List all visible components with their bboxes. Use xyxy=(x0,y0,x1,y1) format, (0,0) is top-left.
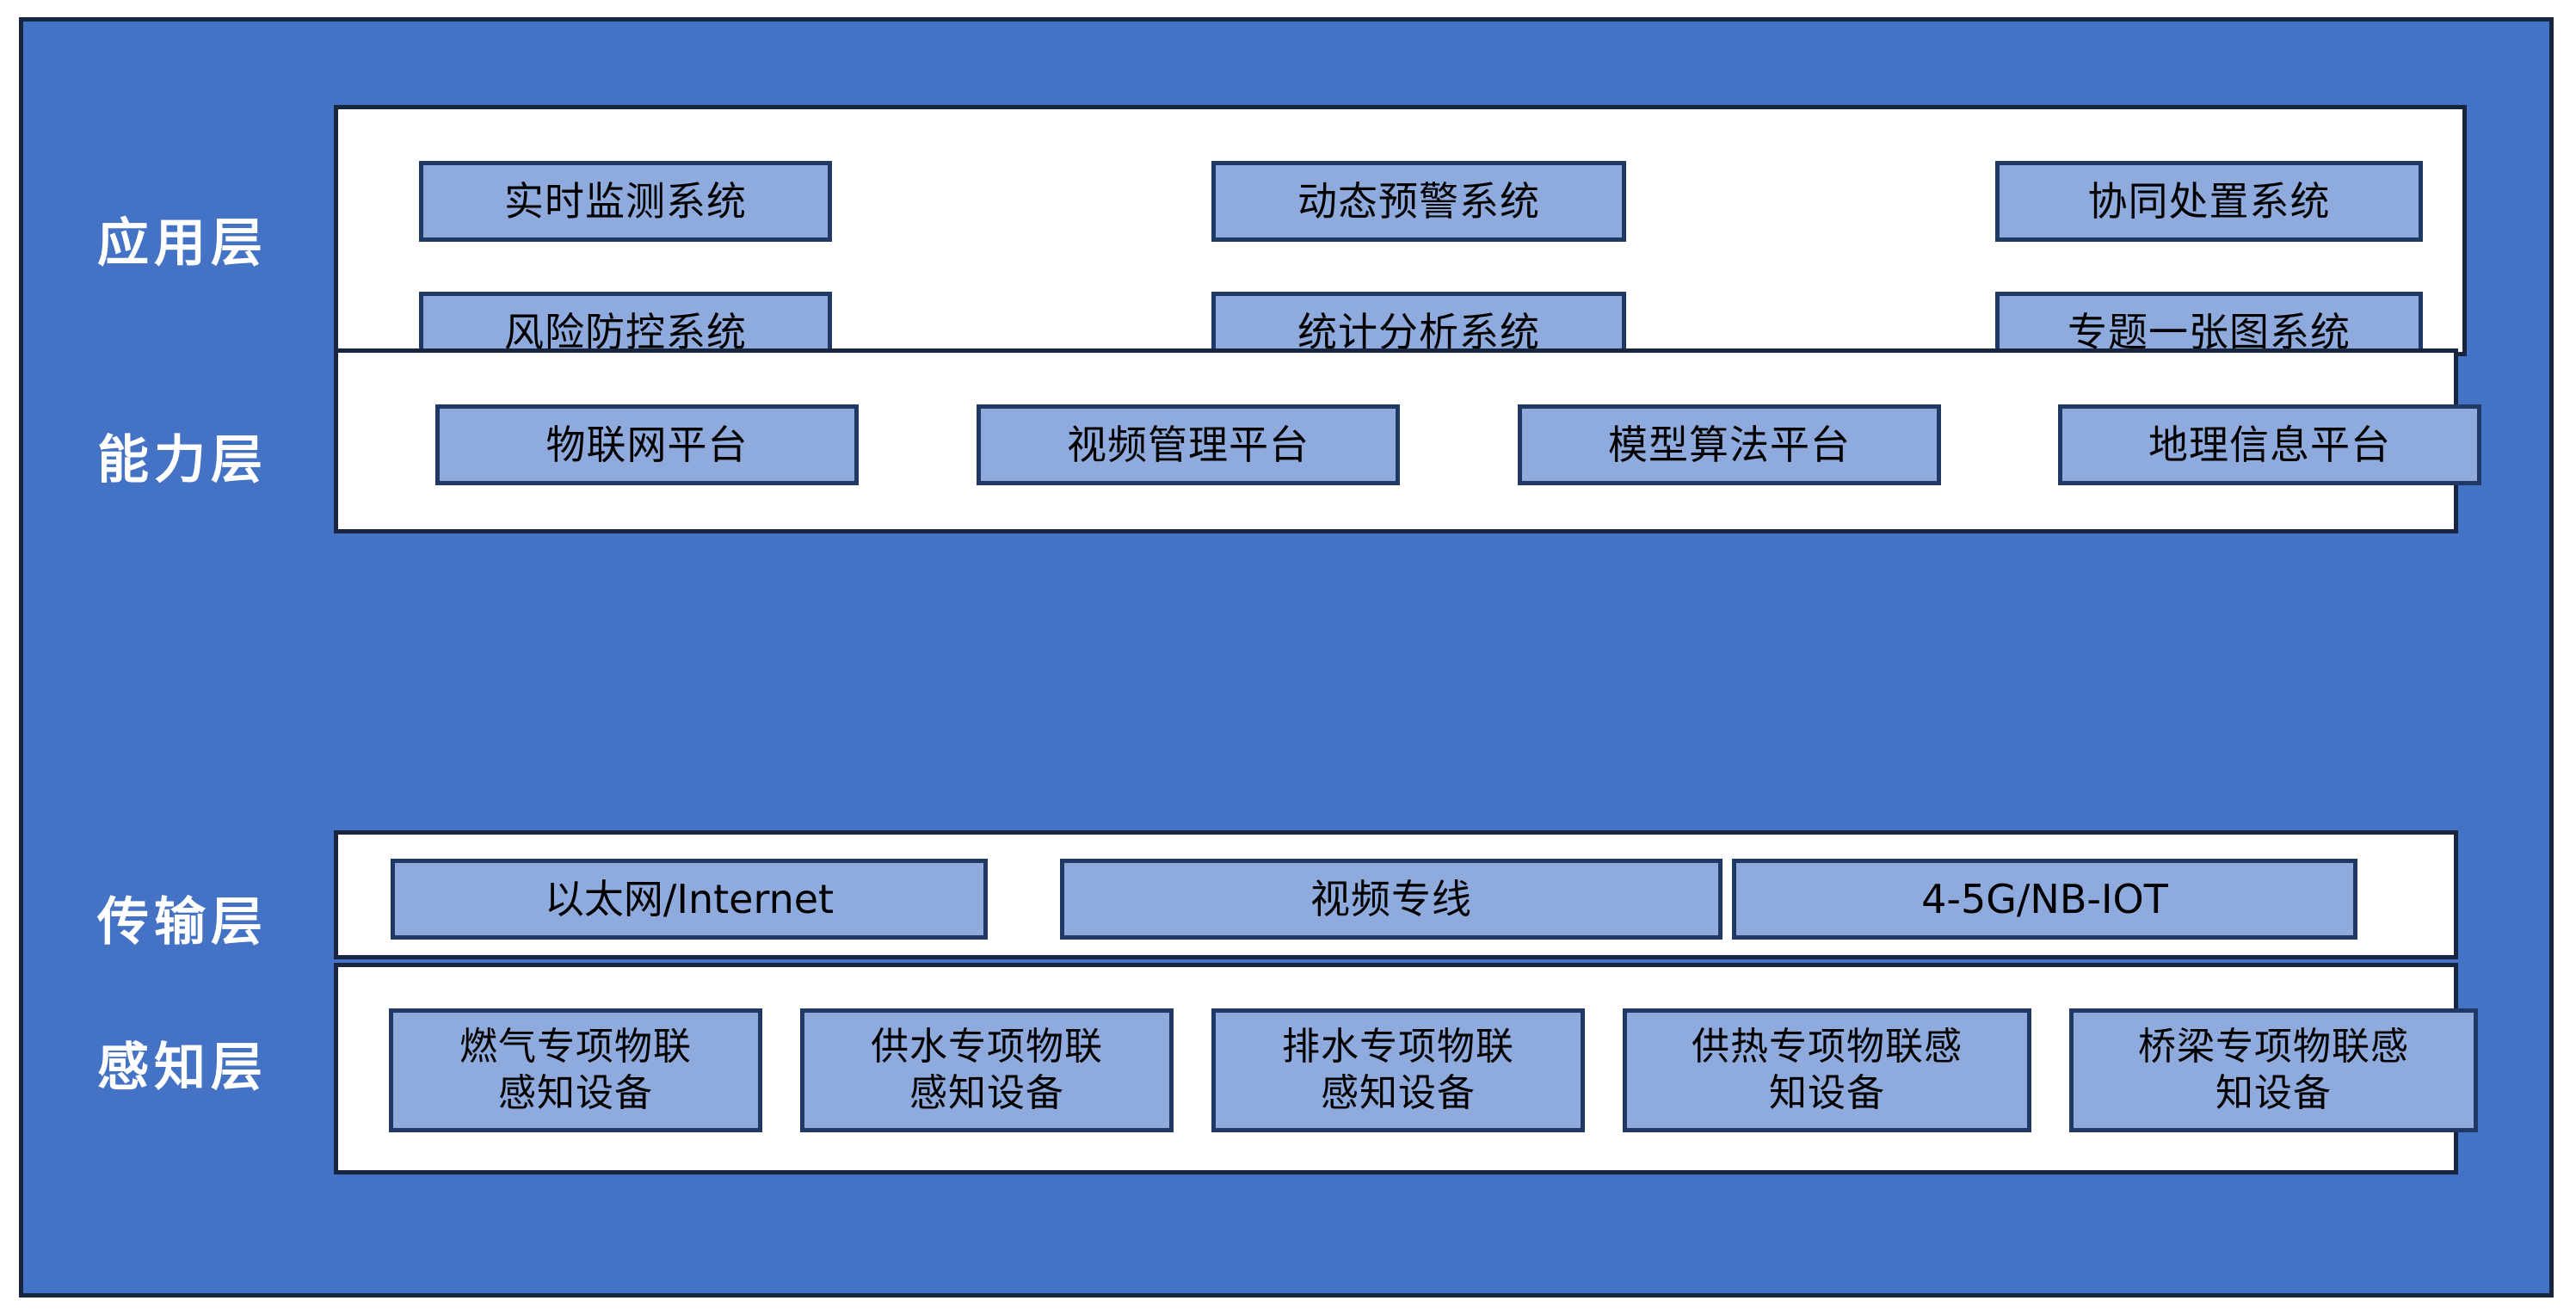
architecture-diagram-root: 应用层 实时监测系统 动态预警系统 协同处置系统 风险防控系统 统计分析系统 专… xyxy=(19,17,2554,1298)
layer-label-application: 应用层 xyxy=(97,213,268,274)
node-gas-iot-sensing-device[interactable]: 燃气专项物联 感知设备 xyxy=(389,1008,762,1132)
node-line-1: 供水专项物联 xyxy=(871,1025,1103,1070)
node-ethernet-internet[interactable]: 以太网/Internet xyxy=(391,859,988,940)
node-line-2: 感知设备 xyxy=(909,1071,1064,1115)
node-collaborative-disposal-system[interactable]: 协同处置系统 xyxy=(1995,161,2423,242)
node-line-1: 桥梁专项物联感 xyxy=(2138,1025,2409,1070)
node-dynamic-warning-system[interactable]: 动态预警系统 xyxy=(1211,161,1626,242)
node-line-1: 供热专项物联感 xyxy=(1692,1025,1963,1070)
node-drainage-iot-sensing-device[interactable]: 排水专项物联 感知设备 xyxy=(1211,1008,1585,1132)
node-line-2: 知设备 xyxy=(2215,1071,2332,1115)
node-line-2: 知设备 xyxy=(1769,1071,1885,1115)
layer-panel-transport: 以太网/Internet 视频专线 4-5G/NB-IOT xyxy=(334,830,2458,959)
node-line-1: 燃气专项物联 xyxy=(459,1025,692,1070)
node-line-2: 感知设备 xyxy=(1321,1071,1476,1115)
layer-label-transport: 传输层 xyxy=(97,892,268,952)
node-4-5g-nb-iot[interactable]: 4-5G/NB-IOT xyxy=(1732,859,2357,940)
node-geographic-information-platform[interactable]: 地理信息平台 xyxy=(2058,404,2481,485)
layer-panel-capability: 物联网平台 视频管理平台 模型算法平台 地理信息平台 xyxy=(334,348,2481,533)
node-video-dedicated-line[interactable]: 视频专线 xyxy=(1060,859,1722,940)
layer-panel-application: 实时监测系统 动态预警系统 协同处置系统 风险防控系统 统计分析系统 专题一张图… xyxy=(334,105,2467,373)
node-realtime-monitoring-system[interactable]: 实时监测系统 xyxy=(419,161,832,242)
node-water-supply-iot-sensing-device[interactable]: 供水专项物联 感知设备 xyxy=(800,1008,1174,1132)
node-iot-platform[interactable]: 物联网平台 xyxy=(435,404,859,485)
node-line-2: 感知设备 xyxy=(498,1071,653,1115)
node-bridge-iot-sensing-device[interactable]: 桥梁专项物联感 知设备 xyxy=(2069,1008,2478,1132)
node-video-management-platform[interactable]: 视频管理平台 xyxy=(977,404,1400,485)
layer-label-capability: 能力层 xyxy=(97,430,268,490)
node-heating-iot-sensing-device[interactable]: 供热专项物联感 知设备 xyxy=(1623,1008,2031,1132)
layer-panel-perception: 燃气专项物联 感知设备 供水专项物联 感知设备 排水专项物联 感知设备 供热专项… xyxy=(334,963,2478,1174)
node-line-1: 排水专项物联 xyxy=(1282,1025,1514,1070)
node-model-algorithm-platform[interactable]: 模型算法平台 xyxy=(1518,404,1941,485)
layer-label-perception: 感知层 xyxy=(97,1038,268,1098)
